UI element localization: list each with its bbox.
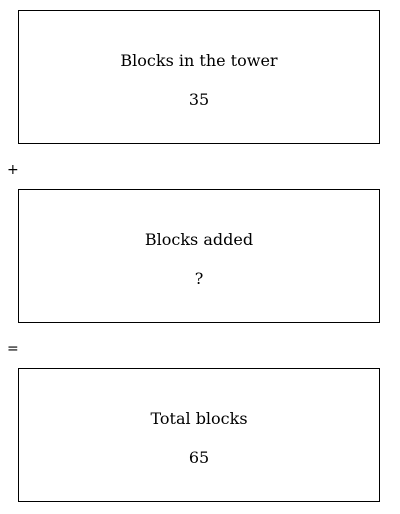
total-blocks-value: 65 xyxy=(188,448,210,467)
tower-blocks-label: Blocks in the tower xyxy=(120,51,278,70)
equals-sign: = xyxy=(7,341,19,357)
added-blocks-box: Blocks added ? xyxy=(18,189,380,323)
tower-blocks-value: 35 xyxy=(188,90,210,109)
plus-sign: + xyxy=(7,162,19,178)
tower-blocks-box: Blocks in the tower 35 xyxy=(18,10,380,144)
total-blocks-label: Total blocks xyxy=(150,409,248,428)
added-blocks-label: Blocks added xyxy=(144,230,254,249)
added-blocks-value: ? xyxy=(194,269,204,288)
total-blocks-box: Total blocks 65 xyxy=(18,368,380,502)
